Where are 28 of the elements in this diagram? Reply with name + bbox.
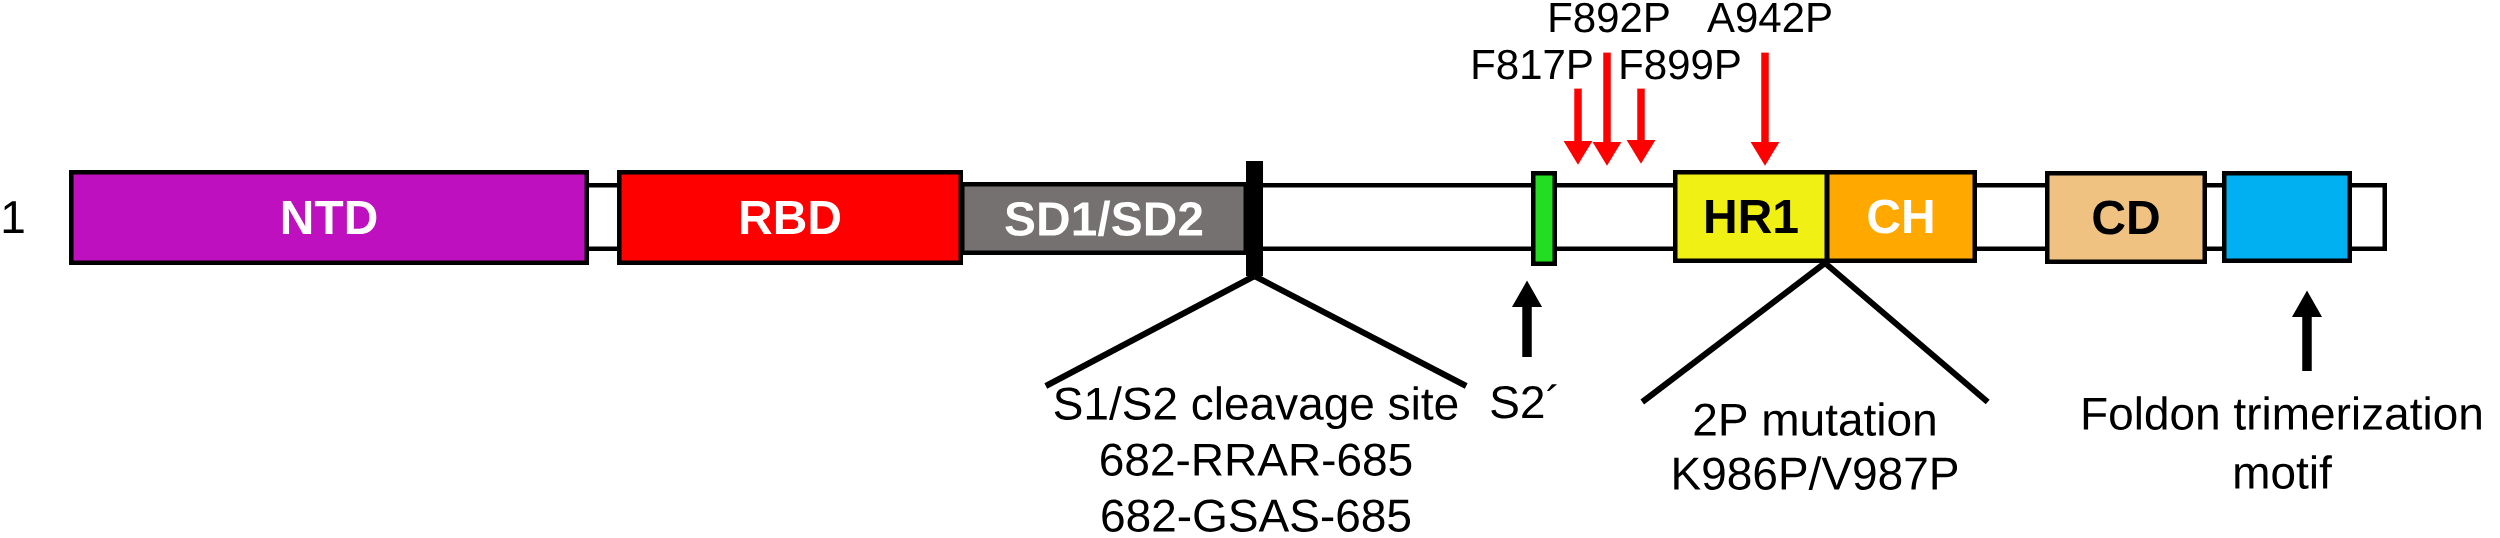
domain-box (2222, 171, 2352, 263)
domain-box: RBD (617, 170, 963, 265)
mutation-label: F892P (1550, 2, 1669, 33)
mutation-label: F899P (1621, 49, 1740, 80)
residue-number: 1 (3, 201, 24, 233)
mutation-label: F817P (1473, 49, 1592, 80)
linker-bar (1977, 183, 2045, 251)
leader-line (1823, 260, 1990, 405)
domain-box: NTD (69, 170, 590, 265)
domain-box: SD1/SD2 (960, 182, 1248, 255)
linker-bar (589, 183, 618, 251)
domain-box: HR1 (1673, 170, 1829, 263)
linker-bar (2207, 183, 2222, 251)
mutation-label: A942P (1707, 2, 1831, 33)
linker-bar (1263, 183, 1531, 251)
domain-box: CH (1825, 170, 1977, 263)
domain-box: CD (2045, 171, 2207, 264)
leader-line (1640, 260, 1827, 405)
annotation-label: 2P mutation K986P/V987P (1674, 402, 1958, 490)
cleavage-site-bar (1246, 161, 1263, 276)
leader-line (1044, 273, 1256, 389)
linker-bar (1557, 183, 1673, 251)
leader-line (1253, 273, 1468, 389)
annotation-label: Foldon trimerization motif (2083, 396, 2481, 489)
annotation-label: S2´ (1491, 384, 1557, 419)
annotation-label: S1/S2 cleavage site 682-RRAR-685 682-GSAS-685 (1054, 386, 1458, 532)
site-box (1531, 171, 1557, 266)
linker-bar (2352, 183, 2387, 251)
